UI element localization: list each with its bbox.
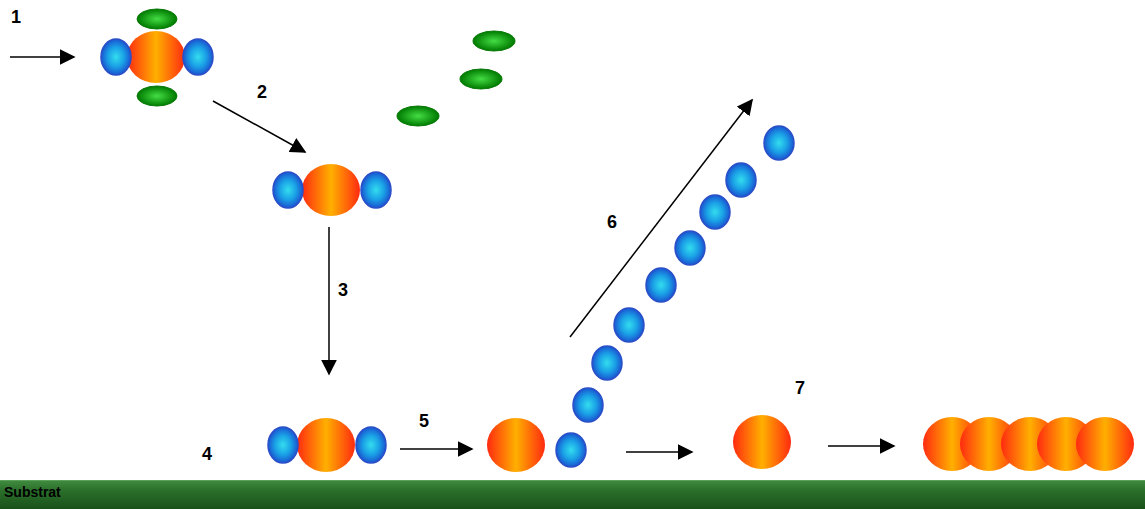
desorbing-ligand [487, 126, 794, 472]
callout-number: 4 [202, 445, 212, 463]
callout-number: 1 [11, 8, 21, 26]
molecule-2 [273, 164, 391, 216]
film-growth [923, 417, 1134, 471]
callout-number: 2 [257, 83, 267, 101]
callout-number: 3 [338, 281, 348, 299]
callout-number: 6 [607, 213, 617, 231]
substrate-band: Substrat [0, 480, 1145, 509]
callout-number: 5 [419, 412, 429, 430]
callout-number: 7 [795, 379, 805, 397]
free-ligands [397, 31, 515, 126]
band-label: Substrat [4, 484, 1141, 501]
process-arrows [10, 57, 894, 452]
single-atom [733, 415, 791, 469]
molecule-1 [101, 9, 213, 106]
adsorbed-molecule [268, 418, 386, 472]
